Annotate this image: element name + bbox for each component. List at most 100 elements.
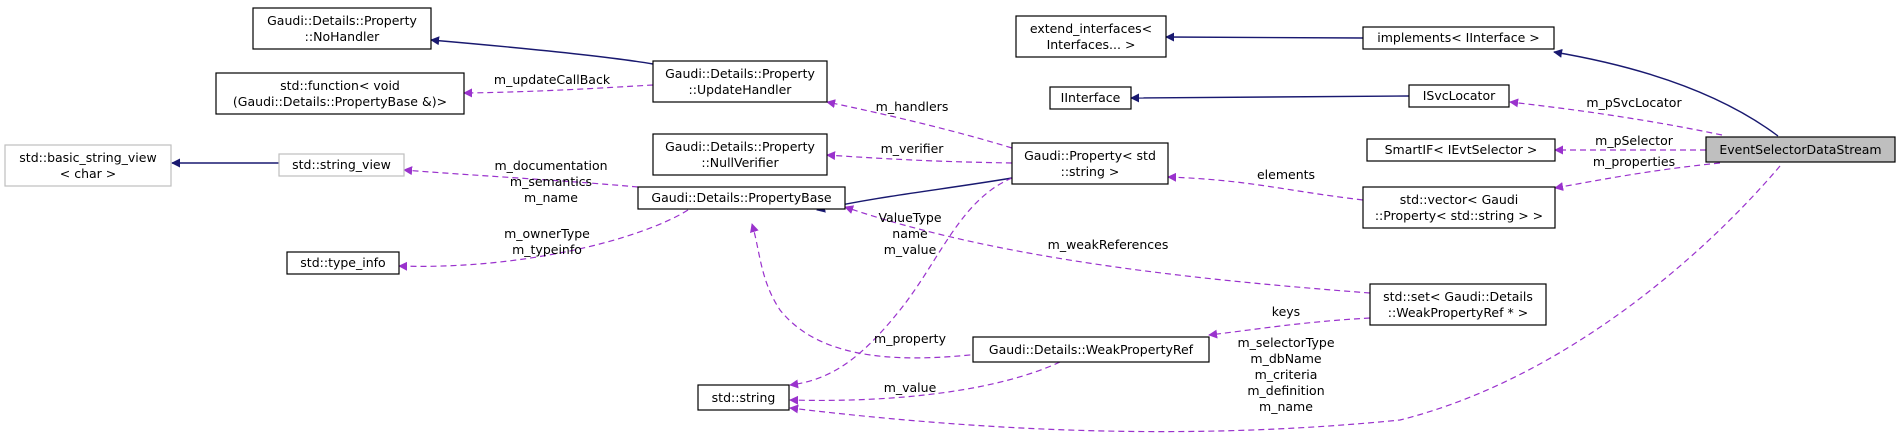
svg-text:ValueType: ValueType	[878, 210, 941, 225]
node-label-line: Gaudi::Details::PropertyBase	[651, 190, 831, 205]
class-node-iinterface[interactable]: IInterface	[1049, 86, 1132, 110]
node-label-line: std::type_info	[300, 255, 385, 270]
edge-label-weakreferences: m_weakReferences	[1048, 237, 1169, 252]
svg-text:m_value: m_value	[884, 380, 937, 395]
class-node-vector-property[interactable]: std::vector< Gaudi ::Property< std::stri…	[1362, 186, 1556, 229]
class-node-set-weak[interactable]: std::set< Gaudi::Details ::WeakPropertyR…	[1369, 283, 1547, 326]
edge-propertystring-to-nullverifier	[826, 151, 1013, 164]
node-label-line: IInterface	[1061, 90, 1121, 105]
svg-text:m_documentation: m_documentation	[494, 158, 607, 173]
edge-propertystring-to-updatehandler	[826, 99, 1013, 149]
class-node-std-function[interactable]: std::function< void (Gaudi::Details::Pro…	[215, 72, 465, 115]
node-label-line: Interfaces... >	[1047, 37, 1136, 52]
node-label-line: ::string >	[1061, 164, 1120, 179]
edge-label-selectortype: m_selectorType m_dbName m_criteria m_def…	[1237, 335, 1334, 414]
edge-propertybase-to-stringview	[403, 166, 639, 188]
edge-label-mvalue: m_value	[884, 380, 937, 395]
edge-propertystring-to-stdstring	[789, 177, 1013, 389]
svg-text:m_verifier: m_verifier	[881, 141, 945, 156]
class-node-nullverifier[interactable]: Gaudi::Details::Property ::NullVerifier	[652, 133, 828, 176]
edge-propertybase-to-typeinfo	[398, 209, 689, 271]
node-label-line: Gaudi::Details::Property	[665, 66, 815, 81]
svg-text:m_weakReferences: m_weakReferences	[1048, 237, 1169, 252]
class-node-string-view[interactable]: std::string_view	[278, 153, 405, 177]
node-label-line: Gaudi::Details::Property	[267, 13, 417, 28]
node-label-line: Gaudi::Property< std	[1024, 148, 1156, 163]
class-node-type-info[interactable]: std::type_info	[286, 251, 400, 275]
node-label-line: std::string	[712, 390, 776, 405]
edge-label-ownertype: m_ownerType m_typeinfo	[504, 226, 590, 257]
edge-setweak-to-propertybase	[844, 205, 1371, 294]
node-label-line: implements< IInterface >	[1377, 30, 1540, 45]
edge-label-updatecallback: m_updateCallBack	[494, 72, 611, 87]
node-label-line: < char >	[60, 166, 117, 181]
svg-text:m_pSvcLocator: m_pSvcLocator	[1586, 95, 1682, 110]
node-label-line: std::vector< Gaudi	[1400, 192, 1519, 207]
svg-text:m_semantics: m_semantics	[510, 174, 592, 189]
svg-text:m_typeinfo: m_typeinfo	[512, 242, 582, 257]
svg-text:keys: keys	[1272, 304, 1300, 319]
svg-text:m_value: m_value	[884, 242, 937, 257]
svg-text:m_definition: m_definition	[1247, 383, 1324, 398]
edge-updatehandler-to-stdfunction	[463, 84, 654, 98]
class-node-propertybase[interactable]: Gaudi::Details::PropertyBase	[637, 186, 846, 210]
node-label-line: ::Property< std::string > >	[1375, 208, 1543, 223]
svg-text:m_selectorType: m_selectorType	[1237, 335, 1334, 350]
node-label-line: EventSelectorDataStream	[1719, 142, 1881, 157]
node-label-line: ::NoHandler	[305, 29, 381, 44]
svg-text:m_name: m_name	[524, 190, 578, 205]
svg-text:m_handlers: m_handlers	[876, 99, 949, 114]
svg-text:m_pSelector: m_pSelector	[1595, 133, 1674, 148]
node-label-line: std::basic_string_view	[19, 150, 156, 165]
svg-text:m_name: m_name	[1259, 399, 1313, 414]
edge-eventselector-to-vector	[1554, 162, 1721, 192]
svg-text:m_criteria: m_criteria	[1255, 367, 1318, 382]
edge-label-properties: m_properties	[1593, 154, 1675, 169]
class-node-isvclocator[interactable]: ISvcLocator	[1408, 84, 1510, 108]
node-label-line: extend_interfaces<	[1030, 21, 1152, 36]
class-node-property-string[interactable]: Gaudi::Property< std ::string >	[1011, 142, 1169, 185]
edge-label-svclocator: m_pSvcLocator	[1586, 95, 1682, 110]
edge-eventselector-to-stdstring	[789, 165, 1781, 433]
edge-label-elements: elements	[1257, 167, 1315, 182]
svg-text:name: name	[892, 226, 928, 241]
svg-text:m_updateCallBack: m_updateCallBack	[494, 72, 611, 87]
svg-text:m_dbName: m_dbName	[1250, 351, 1321, 366]
edge-propertystring-to-propertybase	[816, 177, 1013, 213]
node-label-line: std::set< Gaudi::Details	[1383, 289, 1533, 304]
class-node-std-string[interactable]: std::string	[697, 384, 790, 411]
svg-text:elements: elements	[1257, 167, 1315, 182]
edge-isvclocator-to-iinterface	[1130, 93, 1410, 103]
edge-label-valuetype: ValueType name m_value	[878, 210, 941, 257]
node-label-line: std::string_view	[292, 157, 391, 172]
svg-text:m_properties: m_properties	[1593, 154, 1675, 169]
edge-weakpropertyref-to-stdstring	[789, 361, 1061, 405]
class-node-basic-string-view[interactable]: std::basic_string_view < char >	[4, 144, 172, 187]
edge-label-handlers: m_handlers	[876, 99, 949, 114]
node-label-line: std::function< void	[280, 78, 400, 93]
class-node-smartif[interactable]: SmartIF< IEvtSelector >	[1366, 138, 1556, 162]
class-node-nohandler[interactable]: Gaudi::Details::Property ::NoHandler	[252, 7, 432, 50]
edge-label-keys: keys	[1272, 304, 1300, 319]
edge-label-pselector: m_pSelector	[1595, 133, 1674, 148]
node-label-line: Gaudi::Details::WeakPropertyRef	[989, 342, 1194, 357]
edge-weakpropertyref-to-propertybase	[750, 223, 1011, 359]
edge-updatehandler-to-nohandler	[430, 36, 654, 65]
node-label-line: SmartIF< IEvtSelector >	[1385, 142, 1538, 157]
class-node-eventselectordatastream[interactable]: EventSelectorDataStream	[1705, 136, 1896, 163]
class-node-extend-interfaces[interactable]: extend_interfaces< Interfaces... >	[1015, 15, 1167, 58]
class-node-updatehandler[interactable]: Gaudi::Details::Property ::UpdateHandler	[652, 60, 828, 103]
edge-implements-to-extendinterfaces	[1165, 32, 1364, 42]
class-node-weakpropertyref[interactable]: Gaudi::Details::WeakPropertyRef	[972, 336, 1210, 363]
edge-label-mproperty: m_property	[874, 331, 947, 346]
node-label-line: ::WeakPropertyRef * >	[1388, 305, 1528, 320]
node-label-line: (Gaudi::Details::PropertyBase &)>	[233, 94, 447, 109]
node-label-line: Gaudi::Details::Property	[665, 139, 815, 154]
edge-eventselector-to-implements	[1553, 48, 1779, 137]
class-node-implements[interactable]: implements< IInterface >	[1362, 26, 1555, 50]
svg-text:m_ownerType: m_ownerType	[504, 226, 590, 241]
node-label-line: ::UpdateHandler	[689, 82, 793, 97]
edge-label-verifier: m_verifier	[881, 141, 945, 156]
svg-text:m_property: m_property	[874, 331, 947, 346]
